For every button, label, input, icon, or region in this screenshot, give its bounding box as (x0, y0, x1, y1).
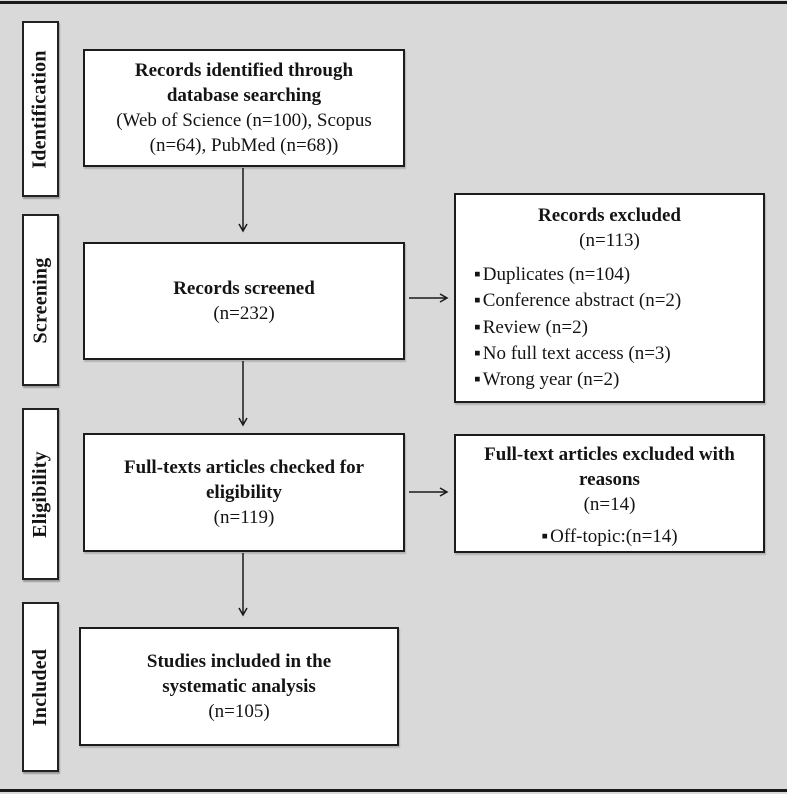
box-fulltext-excluded: Full-text articles excluded with reasons… (454, 434, 765, 553)
box-fulltext-checked: Full-texts articles checked for eligibil… (83, 433, 405, 552)
studies-included-count: (n=105) (208, 701, 270, 723)
records-identified-title: Records identified through database sear… (134, 59, 354, 106)
studies-included-title: Studies included in the systematic analy… (146, 650, 332, 697)
stage-label: Identification (29, 49, 52, 169)
exclusion-reason-item: No full text access (n=3) (474, 341, 753, 367)
records-identified-detail: (Web of Science (n=100), Scopus (n=64), … (116, 110, 372, 157)
box-studies-included: Studies included in the systematic analy… (79, 627, 399, 746)
exclusion-reason-item: Duplicates (n=104) (474, 262, 753, 288)
fulltext-excluded-title: Full-text articles excluded with reasons (484, 444, 735, 491)
records-excluded-count: (n=113) (579, 230, 640, 252)
records-screened-title: Records screened (173, 277, 315, 299)
stage-label: Screening (29, 257, 51, 343)
fulltext-checked-count: (n=119) (213, 507, 275, 529)
box-records-screened: Records screened (n=232) (83, 242, 405, 360)
fulltext-checked-title: Full-texts articles checked for eligibil… (123, 456, 365, 503)
stage-screening: Screening (22, 214, 59, 386)
exclusion-reason-item: Wrong year (n=2) (474, 367, 753, 393)
records-screened-count: (n=232) (213, 303, 275, 324)
stage-label: Included (29, 648, 51, 726)
stage-identification: Identification (22, 21, 59, 197)
records-excluded-title: Records excluded (537, 205, 681, 226)
fulltext-exclusion-reasons-list: Off-topic:(n=14) (462, 524, 757, 550)
fulltext-excluded-count: (n=14) (583, 494, 636, 516)
stage-included: Included (22, 602, 59, 772)
box-records-identified: Records identified through database sear… (83, 49, 405, 167)
box-records-excluded: Records excluded (n=113) Duplicates (n=1… (454, 193, 765, 403)
exclusion-reasons-list: Duplicates (n=104) Conference abstract (… (462, 262, 757, 393)
stage-label: Eligibility (29, 450, 52, 538)
exclusion-reason-item: Off-topic:(n=14) (466, 524, 753, 550)
exclusion-reason-item: Review (n=2) (474, 315, 753, 341)
stage-eligibility: Eligibility (22, 408, 59, 580)
bottom-rule (0, 789, 787, 792)
top-rule (0, 1, 787, 4)
exclusion-reason-item: Conference abstract (n=2) (474, 288, 753, 314)
